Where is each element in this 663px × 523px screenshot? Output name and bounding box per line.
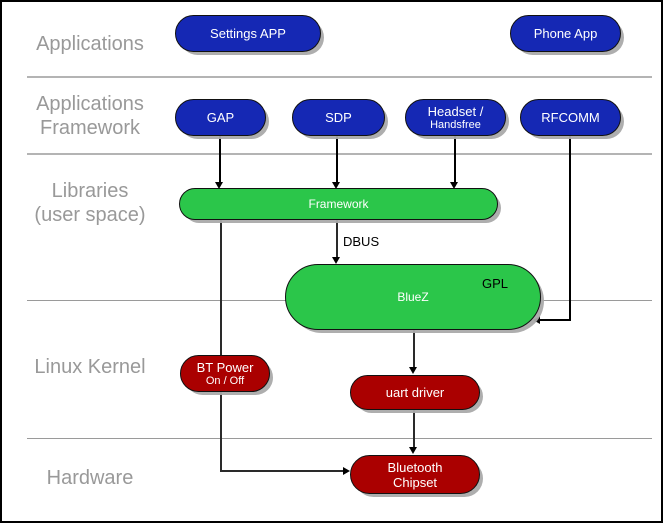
node-bluez[interactable]: BlueZ GPL [285, 264, 541, 330]
node-bt-power-label-line1: BT Power [196, 359, 254, 375]
layer-label-linux-kernel: Linux Kernel [34, 356, 146, 378]
node-settings-app[interactable]: Settings APP [175, 15, 321, 52]
node-framework-label: Framework [308, 196, 369, 211]
edge-headset-to-framework-line [454, 135, 456, 183]
edge-framework-to-chipset-vline [220, 219, 222, 471]
node-framework[interactable]: Framework [179, 188, 498, 220]
node-headset-handsfree-label-line1: Headset / [427, 103, 484, 119]
layer-label-hardware: Hardware [46, 467, 134, 489]
edge-rfcomm-to-bluez-hline [540, 319, 571, 321]
node-bluetooth-chipset-label-line1: Bluetooth [387, 459, 443, 475]
node-phone-app-label: Phone App [533, 26, 598, 41]
node-gap[interactable]: GAP [175, 99, 266, 136]
node-uart-driver[interactable]: uart driver [350, 375, 480, 410]
node-headset-handsfree-label-line2: Handsfree [430, 118, 481, 131]
separator-applications [27, 76, 652, 78]
node-sdp-label: SDP [325, 110, 352, 125]
edge-sdp-to-framework-arrow [332, 182, 340, 189]
layer-label-libraries: Libraries (user space) [34, 180, 146, 226]
node-rfcomm[interactable]: RFCOMM [520, 99, 621, 136]
node-bluetooth-chipset[interactable]: Bluetooth Chipset [350, 455, 480, 494]
edge-bluez-to-uart-line [413, 330, 415, 368]
edge-label-dbus: DBUS [343, 234, 380, 249]
edge-gap-to-framework-line [219, 135, 221, 183]
edge-gap-to-framework-arrow [215, 182, 223, 189]
node-bluez-label: BlueZ [397, 289, 429, 304]
node-uart-driver-label: uart driver [385, 385, 445, 400]
edge-framework-to-bluez-arrow [332, 257, 340, 264]
separator-linux-kernel [27, 438, 652, 439]
node-bluetooth-chipset-label-line2: Chipset [392, 474, 438, 490]
node-phone-app[interactable]: Phone App [510, 15, 621, 52]
edge-rfcomm-to-bluez-arrow [533, 316, 540, 324]
edge-sdp-to-framework-line [336, 135, 338, 183]
separator-applications-framework [27, 153, 652, 155]
node-bluez-gpl-badge: GPL [481, 276, 508, 291]
node-sdp[interactable]: SDP [292, 99, 385, 136]
node-headset-handsfree[interactable]: Headset / Handsfree [405, 99, 506, 136]
node-bt-power[interactable]: BT Power On / Off [180, 355, 270, 392]
edge-headset-to-framework-arrow [450, 182, 458, 189]
layer-label-applications: Applications [36, 33, 144, 55]
edge-rfcomm-to-bluez-vline [569, 135, 571, 320]
node-bt-power-label-line2: On / Off [205, 374, 245, 387]
edge-uart-to-chipset-arrow [409, 447, 417, 454]
edge-framework-to-bluez-line [336, 219, 338, 259]
layer-label-applications-framework: Applications Framework [36, 93, 144, 139]
node-settings-app-label: Settings APP [210, 26, 286, 41]
node-gap-label: GAP [206, 110, 235, 125]
edge-uart-to-chipset-line [413, 410, 415, 448]
edge-framework-to-chipset-arrow [343, 467, 350, 475]
edge-framework-to-chipset-hline [220, 470, 344, 472]
edge-bluez-to-uart-arrow [409, 367, 417, 374]
node-rfcomm-label: RFCOMM [541, 110, 600, 125]
